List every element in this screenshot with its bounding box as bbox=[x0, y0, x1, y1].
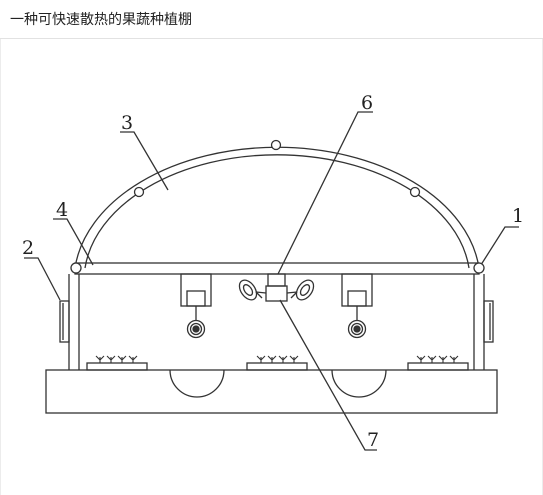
right-hanging-unit bbox=[341, 273, 373, 339]
page-title: 一种可快速散热的果蔬种植棚 bbox=[10, 12, 192, 28]
arch-frame-outer bbox=[74, 146, 480, 269]
right-side-vent bbox=[483, 300, 494, 343]
planter-right bbox=[407, 362, 469, 371]
left-hanging-unit bbox=[180, 273, 212, 339]
callout-2: 2 bbox=[22, 237, 34, 259]
leader-1 bbox=[478, 226, 519, 269]
fan-assembly bbox=[238, 273, 315, 302]
leader-4 bbox=[53, 218, 94, 266]
base-pit-left bbox=[169, 369, 225, 398]
callout-4: 4 bbox=[56, 199, 68, 221]
seedlings bbox=[95, 355, 459, 363]
leader-2 bbox=[24, 257, 61, 301]
base-platform bbox=[45, 369, 498, 414]
figure-panel bbox=[0, 39, 543, 495]
planter-center bbox=[246, 362, 308, 371]
callout-3: 3 bbox=[121, 112, 133, 134]
leader-6 bbox=[277, 111, 373, 275]
callout-6: 6 bbox=[361, 92, 373, 114]
cross-beam bbox=[74, 262, 480, 275]
arch-joints bbox=[70, 139, 485, 274]
leader-7 bbox=[279, 299, 377, 451]
callout-7: 7 bbox=[367, 429, 379, 451]
planter-left bbox=[86, 362, 148, 371]
left-side-vent bbox=[59, 300, 70, 343]
header-bar: 一种可快速散热的果蔬种植棚 bbox=[0, 0, 543, 39]
base-pit-right bbox=[331, 369, 387, 398]
leader-3 bbox=[120, 131, 169, 191]
callout-1: 1 bbox=[512, 205, 524, 227]
arch-frame-inner bbox=[84, 154, 470, 269]
